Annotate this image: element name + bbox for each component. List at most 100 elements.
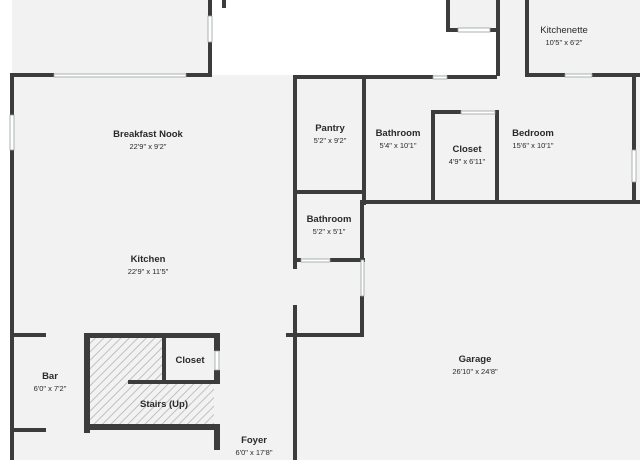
- room-label-foyer: Foyer 6'0" x 17'8": [235, 435, 273, 458]
- room-name: Pantry: [315, 123, 345, 134]
- room-dimensions: 22'9" x 9'2": [129, 141, 167, 151]
- room-name: Kitchenette: [540, 25, 588, 36]
- wall: [293, 195, 297, 269]
- wall: [208, 42, 212, 77]
- room-label-breakfast-nook: Breakfast Nook 22'9" x 9'2": [113, 129, 183, 152]
- wall: [10, 73, 54, 77]
- wall: [214, 370, 220, 384]
- room-name: Bedroom: [512, 128, 554, 139]
- room-name: Closet: [175, 355, 205, 366]
- room-name: Breakfast Nook: [113, 129, 183, 140]
- wall: [431, 112, 435, 204]
- room-label-kitchen: Kitchen 22'9" x 11'5": [127, 254, 169, 277]
- wall: [495, 110, 499, 204]
- room-label-pantry: Pantry 5'2" x 9'2": [313, 123, 347, 146]
- floor-bar: [12, 335, 42, 460]
- wall: [84, 333, 220, 338]
- wall: [360, 296, 364, 336]
- room-name: Foyer: [241, 435, 267, 446]
- wall: [286, 333, 364, 337]
- room-name: Garage: [458, 354, 492, 365]
- wall: [525, 0, 529, 76]
- wall: [84, 333, 90, 433]
- window: [631, 149, 637, 183]
- room-dimensions: 5'4" x 10'1": [379, 140, 417, 150]
- wall: [360, 200, 364, 260]
- floor-upper-closet: [448, 0, 498, 30]
- room-name: Stairs (Up): [139, 399, 189, 410]
- room-label-bar: Bar 6'0" x 7'2": [33, 371, 67, 394]
- wall: [293, 75, 297, 195]
- floor-east-wing: [295, 75, 640, 460]
- walls: [10, 0, 640, 460]
- window: [432, 75, 448, 80]
- room-label-closet-2: Closet: [175, 355, 205, 367]
- wall: [632, 182, 636, 202]
- room-dimensions: 15'6" x 10'1": [512, 140, 554, 150]
- window: [300, 258, 331, 263]
- wall: [362, 75, 366, 205]
- wall: [490, 28, 500, 32]
- room-label-garage: Garage 26'10" x 24'8": [452, 354, 498, 377]
- wall: [496, 0, 500, 76]
- wall: [632, 75, 636, 150]
- wall: [10, 73, 14, 115]
- wall: [10, 150, 14, 460]
- wall: [330, 258, 365, 262]
- room-dimensions: 10'5" x 6'2": [545, 37, 583, 47]
- stairs-landing: [90, 338, 164, 384]
- wall: [525, 73, 565, 77]
- room-label-closet: Closet 4'9" x 6'11": [448, 144, 486, 167]
- room-dimensions: 26'10" x 24'8": [452, 366, 498, 376]
- wall: [128, 380, 220, 384]
- window: [9, 114, 15, 151]
- floor-fills: [12, 0, 640, 460]
- room-name: Bathroom: [375, 128, 421, 139]
- room-label-stairs: Stairs (Up): [139, 399, 189, 411]
- window: [214, 350, 220, 371]
- wall: [431, 110, 461, 114]
- window: [564, 73, 593, 78]
- wall: [214, 333, 220, 351]
- wall: [293, 333, 297, 460]
- room-label-kitchenette: Kitchenette 10'5" x 6'2": [540, 25, 588, 48]
- room-dimensions: 5'2" x 5'1": [312, 226, 346, 236]
- floor-upper-left: [12, 0, 210, 75]
- windows: [9, 15, 637, 371]
- room-dimensions: 6'0" x 7'2": [33, 383, 67, 393]
- room-dimensions: 5'2" x 9'2": [313, 135, 347, 145]
- window: [460, 110, 496, 115]
- wall: [364, 200, 640, 204]
- room-name: Bar: [42, 371, 58, 382]
- wall: [84, 424, 220, 430]
- wall: [214, 424, 220, 450]
- closet-floor: [164, 338, 214, 382]
- window: [457, 27, 491, 33]
- wall: [208, 0, 212, 16]
- window: [360, 259, 365, 297]
- wall: [293, 258, 301, 262]
- window: [207, 15, 213, 43]
- floor-kitchenette: [498, 0, 640, 75]
- wall: [293, 190, 365, 194]
- room-name: Kitchen: [130, 254, 166, 265]
- room-dimensions: 6'0" x 17'8": [235, 447, 273, 457]
- room-label-bedroom: Bedroom 15'6" x 10'1": [512, 128, 554, 151]
- room-name: Bathroom: [306, 214, 352, 225]
- wall: [10, 333, 46, 337]
- wall: [446, 0, 450, 32]
- wall: [162, 338, 166, 384]
- wall: [446, 28, 458, 32]
- room-label-bathroom-2: Bathroom 5'2" x 5'1": [306, 214, 352, 237]
- window: [53, 73, 187, 78]
- room-dimensions: 22'9" x 11'5": [127, 266, 169, 276]
- wall: [293, 305, 297, 335]
- room-label-bathroom: Bathroom 5'4" x 10'1": [375, 128, 421, 151]
- room-dimensions: 4'9" x 6'11": [448, 156, 486, 166]
- wall: [186, 73, 212, 77]
- room-name: Closet: [452, 144, 482, 155]
- wall: [10, 428, 46, 432]
- wall: [592, 73, 640, 77]
